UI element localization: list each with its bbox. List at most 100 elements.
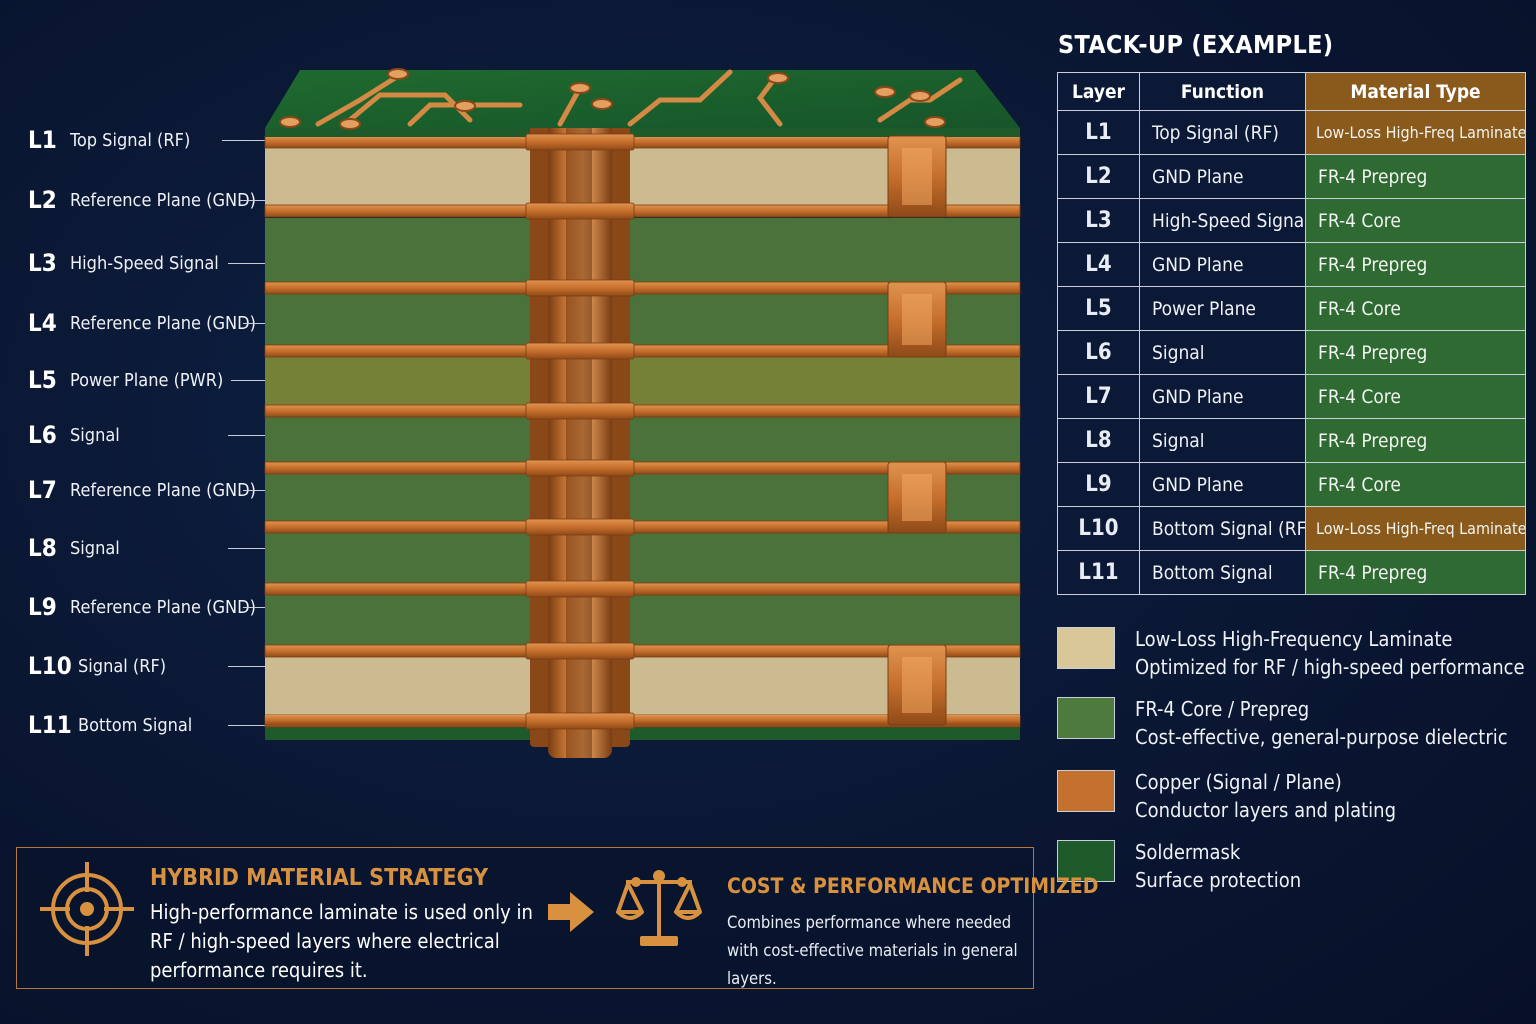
micro-via-core <box>902 294 932 345</box>
surface-pad <box>924 116 946 128</box>
row-layer: L2 <box>1057 154 1140 199</box>
leader-line <box>222 140 265 141</box>
surface-pad <box>569 82 591 94</box>
layer-id: L4 <box>28 309 57 337</box>
layer-id: L7 <box>28 476 57 504</box>
balance-scale-icon <box>616 870 702 946</box>
layer-label-l7: L7 Reference Plane (GND) <box>28 475 256 505</box>
micro-via-core <box>902 657 932 713</box>
legend-desc: Surface protection <box>1135 868 1302 892</box>
via-pad <box>525 580 635 598</box>
legend-title: Low-Loss High-Frequency Laminate <box>1135 627 1453 651</box>
row-function: Top Signal (RF) <box>1139 110 1306 155</box>
row-material: Low-Loss High-Freq Laminate <box>1305 110 1526 155</box>
row-function: Bottom Signal (RF) <box>1139 506 1306 551</box>
layer-name: Top Signal (RF) <box>70 129 191 151</box>
surface-pad <box>387 68 409 80</box>
surface-trace <box>315 75 398 127</box>
surface-pad <box>909 90 931 102</box>
leader-line <box>228 666 265 667</box>
legend-desc: Optimized for RF / high-speed performanc… <box>1135 655 1525 679</box>
copper-plane <box>264 644 1021 658</box>
row-function: Power Plane <box>1139 286 1306 331</box>
header-function: Function <box>1139 72 1306 111</box>
leader-line <box>243 323 265 324</box>
row-material: FR-4 Prepreg <box>1305 330 1526 375</box>
row-layer: L1 <box>1057 110 1140 155</box>
soldermask-bottom <box>265 725 1020 740</box>
copper-plane <box>264 582 1021 596</box>
row-layer: L9 <box>1057 462 1140 507</box>
layer-name: Signal <box>70 424 120 446</box>
dielectric-shade <box>265 417 1020 462</box>
row-material: FR-4 Prepreg <box>1305 154 1526 199</box>
top-soldermask <box>265 70 1020 128</box>
layer-id: L10 <box>28 652 72 680</box>
layer-name: Reference Plane (GND) <box>70 596 256 618</box>
layer-name: Reference Plane (GND) <box>70 479 256 501</box>
surface-trace <box>756 75 783 127</box>
row-function: GND Plane <box>1139 242 1306 287</box>
via-pad <box>525 642 635 660</box>
leader-line <box>228 725 265 726</box>
strategy-body: High-performance laminate is used only i… <box>150 900 533 982</box>
dielectric-layer <box>265 595 1020 645</box>
leader-line <box>243 490 265 491</box>
via-pad <box>525 712 635 730</box>
dielectric-shade <box>265 357 1020 405</box>
stackup-title: STACK-UP (EXAMPLE) <box>1058 30 1334 59</box>
layer-id: L11 <box>28 711 72 739</box>
row-material: Low-Loss High-Freq Laminate <box>1305 506 1526 551</box>
legend-swatch <box>1057 697 1115 739</box>
layer-name: Power Plane (PWR) <box>70 369 224 391</box>
row-layer: L10 <box>1057 506 1140 551</box>
row-function: GND Plane <box>1139 374 1306 419</box>
surface-pad <box>767 72 789 84</box>
strategy-box <box>16 847 1034 989</box>
leader-line <box>228 548 265 549</box>
layer-id: L2 <box>28 186 57 214</box>
row-function: High-Speed Signal <box>1139 198 1306 243</box>
dielectric-layer <box>265 218 1020 282</box>
layer-name: Signal <box>70 537 120 559</box>
layer-name: Signal (RF) <box>78 655 167 677</box>
layer-name: Reference Plane (GND) <box>70 189 256 211</box>
legend-desc: Conductor layers and plating <box>1135 798 1396 822</box>
row-material: FR-4 Prepreg <box>1305 418 1526 463</box>
surface-trace <box>407 102 523 127</box>
layer-id: L3 <box>28 249 57 277</box>
row-material: FR-4 Prepreg <box>1305 242 1526 287</box>
row-function: GND Plane <box>1139 154 1306 199</box>
row-function: GND Plane <box>1139 462 1306 507</box>
dielectric-shade <box>265 595 1020 645</box>
layer-label-l9: L9 Reference Plane (GND) <box>28 592 256 622</box>
via-pad <box>525 279 635 297</box>
row-layer: L4 <box>1057 242 1140 287</box>
surface-pad <box>339 118 361 130</box>
surface-pad <box>874 86 896 98</box>
legend-desc: Cost-effective, general-purpose dielectr… <box>1135 725 1508 749</box>
surface-pad <box>454 100 476 112</box>
result-title: COST & PERFORMANCE OPTIMIZED <box>727 874 1099 898</box>
via-pad <box>525 342 635 360</box>
legend-item: Copper (Signal / Plane)Conductor layers … <box>1057 768 1396 824</box>
dielectric-shade <box>265 533 1020 583</box>
legend-swatch <box>1057 770 1115 812</box>
layer-id: L5 <box>28 366 57 394</box>
leader-line <box>240 200 265 201</box>
result-body: Combines performance where needed with c… <box>727 913 1018 988</box>
layer-id: L9 <box>28 593 57 621</box>
row-layer: L3 <box>1057 198 1140 243</box>
copper-plane <box>264 404 1021 418</box>
micro-via-core <box>902 148 932 205</box>
